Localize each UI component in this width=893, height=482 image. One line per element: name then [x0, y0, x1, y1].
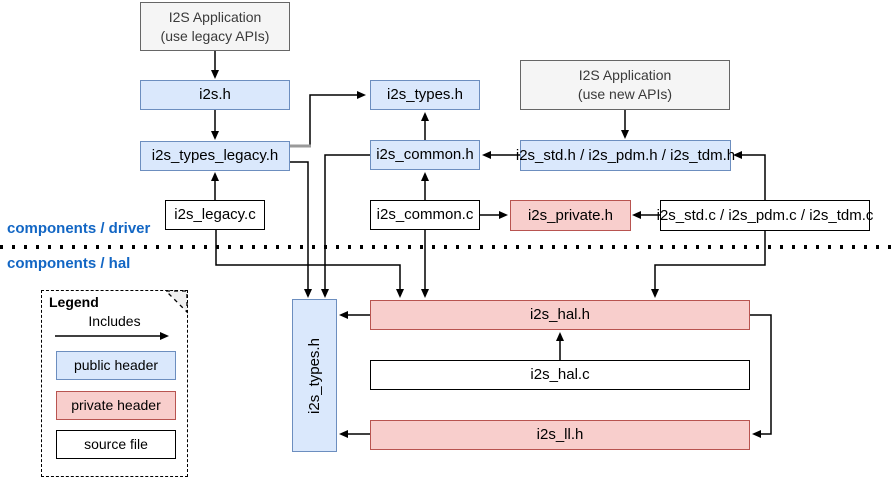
legend: Legend Includes public header private he… [41, 289, 188, 477]
edge-i2s-types-legacy-h-to-i2s-types-h-driver [309, 91, 366, 146]
node-i2s-legacy-c: i2s_legacy.c [165, 200, 265, 230]
i2s-types-h-hal-label: i2s_types.h [305, 337, 323, 414]
node-i2s-application-legacy: I2S Application (use legacy APIs) [140, 2, 290, 51]
app-new-line2: (use new APIs) [577, 86, 673, 102]
node-i2s-hal-c: i2s_hal.c [370, 360, 750, 390]
node-i2s-h: i2s.h [140, 80, 290, 110]
node-i2s-application-new: I2S Application (use new APIs) [520, 60, 730, 110]
edge-i2s-hal-h-to-i2s-ll-h [750, 314, 772, 438]
node-i2s-common-c: i2s_common.c [370, 200, 480, 230]
node-i2s-types-h-driver: i2s_types.h [370, 80, 480, 110]
app-new-line1: I2S Application [578, 67, 672, 84]
node-i2s-common-h: i2s_common.h [370, 140, 480, 170]
node-i2s-types-h-hal: i2s_types.h [292, 299, 337, 452]
node-i2s-std-pdm-tdm-h: i2s_std.h / i2s_pdm.h / i2s_tdm.h [516, 140, 735, 171]
legend-title: Legend [49, 294, 99, 310]
legend-fold-corner-icon [164, 289, 188, 314]
legend-item-private-header: private header [56, 391, 176, 420]
node-i2s-std-pdm-tdm-c: i2s_std.c / i2s_pdm.c / i2s_tdm.c [657, 200, 873, 231]
legend-item-public-header: public header [56, 351, 176, 380]
app-legacy-line1: I2S Application [168, 8, 262, 25]
edge-i2s-std-pdm-tdm-c-to-i2s-hal-h [651, 230, 766, 298]
edge-i2s-types-legacy-h-to-i2s-types-h-hal [290, 161, 312, 298]
legend-item-source-file: source file [56, 430, 176, 459]
node-i2s-private-h: i2s_private.h [510, 200, 631, 231]
includes-arrow [55, 332, 169, 340]
legend-includes-label: Includes [88, 313, 141, 329]
layer-label-hal: components / hal [7, 255, 131, 272]
node-i2s-types-legacy-h: i2s_types_legacy.h [140, 141, 290, 171]
node-i2s-hal-h: i2s_hal.h [370, 300, 750, 330]
edge-i2s-common-h-to-i2s-types-h-hal [321, 154, 370, 298]
app-legacy-line2: (use legacy APIs) [160, 27, 270, 44]
node-i2s-ll-h: i2s_ll.h [370, 420, 750, 450]
layer-label-driver: components / driver [7, 220, 151, 237]
edge-i2s-std-pdm-tdm-c-to-i2s-std-pdm-tdm-h [733, 151, 766, 200]
